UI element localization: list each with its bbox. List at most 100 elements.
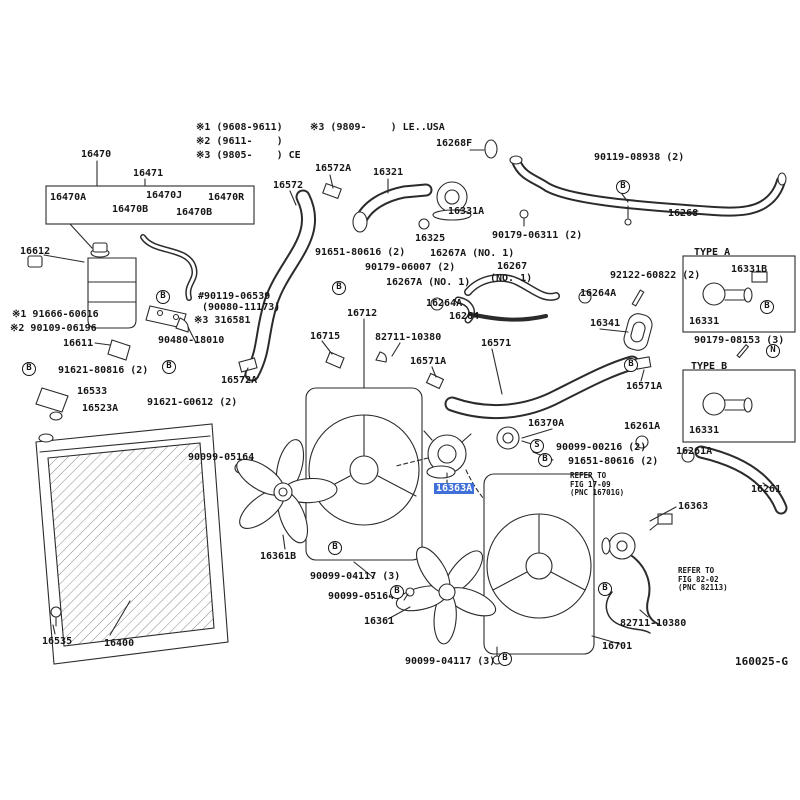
part-label-91621-80816-2: 91621-80816 (2) xyxy=(58,365,149,376)
part-label-16341: 16341 xyxy=(590,318,621,329)
part-label-type-a: TYPE A xyxy=(694,247,731,258)
part-label-16363a[interactable]: 16363A xyxy=(434,483,475,494)
part-label-no-1: (NO. 1) xyxy=(490,273,533,284)
part-label-90099-00216-2: 90099-00216 (2) xyxy=(556,442,647,453)
fastener-symbol-s: S xyxy=(530,439,544,453)
part-label-16268f: 16268F xyxy=(436,138,473,149)
fastener-symbol-b: B xyxy=(616,180,630,194)
part-label-16267: 16267 xyxy=(497,261,528,272)
part-label-2-90109-06196: ※2 90109-06196 xyxy=(10,323,97,334)
part-label-16571a: 16571A xyxy=(626,381,663,392)
part-label-16363: 16363 xyxy=(678,501,709,512)
part-label-91651-80616-2: 91651-80616 (2) xyxy=(568,456,659,467)
fastener-symbol-b: B xyxy=(624,358,638,372)
upper-hose-thermostat-drawing xyxy=(238,174,472,382)
part-label-90099-05164: 90099-05164 xyxy=(188,452,255,463)
part-label-90099-04117-3: 90099-04117 (3) xyxy=(405,656,496,667)
part-label-16361: 16361 xyxy=(364,616,395,627)
fastener-symbol-b: B xyxy=(156,290,170,304)
drawing-number: 160025-G xyxy=(735,655,788,668)
fastener-symbol-b: B xyxy=(498,652,512,666)
part-label-16572a: 16572A xyxy=(315,163,352,174)
fastener-symbol-b: B xyxy=(598,582,612,596)
type-b-box-drawing xyxy=(682,343,796,443)
part-label-90179-06311-2: 90179-06311 (2) xyxy=(492,230,583,241)
part-label-2-9611: ※2 (9611- ) xyxy=(196,136,283,147)
part-label-92122-60822-2: 92122-60822 (2) xyxy=(610,270,701,281)
part-label-82711-10380: 82711-10380 xyxy=(620,618,687,629)
type-a-box-drawing xyxy=(682,255,796,333)
part-label-90119-06539: #90119-06539 xyxy=(198,291,271,302)
lower-hose-drawing xyxy=(425,348,788,515)
fastener-symbol-b: B xyxy=(390,585,404,599)
part-label-16470: 16470 xyxy=(81,149,112,160)
part-label-16470a: 16470A xyxy=(50,192,87,203)
fan-shroud-16712-drawing xyxy=(305,318,423,561)
part-label-90179-08153-3: 90179-08153 (3) xyxy=(694,335,785,346)
fastener-symbol-b: B xyxy=(760,300,774,314)
fan-motor-16363-drawing xyxy=(242,367,677,634)
part-label-16261a: 16261A xyxy=(624,421,661,432)
fan-16361-drawing xyxy=(353,546,497,645)
part-label-16267a-no-1: 16267A (NO. 1) xyxy=(386,277,471,288)
part-label-90099-04117-3: 90099-04117 (3) xyxy=(310,571,401,582)
part-label-16572: 16572 xyxy=(273,180,304,191)
fastener-symbol-b: B xyxy=(162,360,176,374)
reservoir-tank-drawing xyxy=(27,160,255,421)
part-label-3-316581: ※3 316581 xyxy=(194,315,251,326)
part-label-3-9805-ce: ※3 (9805- ) CE xyxy=(196,150,301,161)
part-label-90480-18010: 90480-18010 xyxy=(158,335,225,346)
fastener-symbol-b: B xyxy=(332,281,346,295)
inlet-pipe-drawing xyxy=(469,139,787,227)
part-label-82711-10380: 82711-10380 xyxy=(375,332,442,343)
part-label-16470b: 16470B xyxy=(176,207,213,218)
part-label-16612: 16612 xyxy=(20,246,51,257)
part-label-16535: 16535 xyxy=(42,636,73,647)
part-label-16331: 16331 xyxy=(689,316,720,327)
part-label-16712: 16712 xyxy=(347,308,378,319)
part-label-type-b: TYPE B xyxy=(691,361,728,372)
fan-16361b-drawing xyxy=(236,439,338,550)
part-label-16264a: 16264A xyxy=(580,288,617,299)
part-label-16267a-no-1: 16267A (NO. 1) xyxy=(430,248,515,259)
fastener-symbol-b: B xyxy=(22,362,36,376)
part-label-16611: 16611 xyxy=(63,338,94,349)
part-label-16471: 16471 xyxy=(133,168,164,179)
part-label-16571: 16571 xyxy=(481,338,512,349)
water-pump-16363a-drawing xyxy=(395,430,511,523)
radiator-drawing xyxy=(35,423,253,665)
part-label-16331a: 16331A xyxy=(448,206,485,217)
part-label-refer-to-fig-82-02-pnc-82113: REFER TO FIG 82-02 (PNC 82113) xyxy=(678,566,728,592)
part-label-90099-05164: 90099-05164 xyxy=(328,591,395,602)
part-label-1-9608-9611: ※1 (9608-9611) xyxy=(196,122,283,133)
part-label-16571a: 16571A xyxy=(410,356,447,367)
part-label-16261: 16261 xyxy=(751,484,782,495)
part-label-16400: 16400 xyxy=(104,638,135,649)
part-label-16370a: 16370A xyxy=(528,418,565,429)
part-label-90179-06007-2: 90179-06007 (2) xyxy=(365,262,456,273)
water-outlet-16370a-drawing xyxy=(496,426,554,461)
part-label-16264a: 16264A xyxy=(426,298,463,309)
part-label-16261a: 16261A xyxy=(676,446,713,457)
part-label-16701: 16701 xyxy=(602,641,633,652)
part-label-16268: 16268 xyxy=(668,208,699,219)
part-label-90080-11173: (90080-11173) xyxy=(202,302,281,313)
part-label-16715: 16715 xyxy=(310,331,341,342)
part-label-16572a: 16572A xyxy=(221,375,258,386)
part-label-91621-g0612-2: 91621-G0612 (2) xyxy=(147,397,238,408)
part-label-91651-80616-2: 91651-80616 (2) xyxy=(315,247,406,258)
part-label-16361b: 16361B xyxy=(260,551,297,562)
part-label-16264: 16264 xyxy=(449,311,480,322)
part-label-16523a: 16523A xyxy=(82,403,119,414)
fastener-symbol-b: B xyxy=(538,453,552,467)
part-label-1-91666-60616: ※1 91666-60616 xyxy=(12,309,99,320)
part-label-16331: 16331 xyxy=(689,425,720,436)
part-label-16533: 16533 xyxy=(77,386,108,397)
part-label-16470b: 16470B xyxy=(112,204,149,215)
part-label-refer-to-fig-17-09-pnc-16701g: REFER TO FIG 17-09 (PNC 16701G) xyxy=(570,471,625,497)
part-label-16331b: 16331B xyxy=(731,264,768,275)
fastener-symbol-b: B xyxy=(328,541,342,555)
